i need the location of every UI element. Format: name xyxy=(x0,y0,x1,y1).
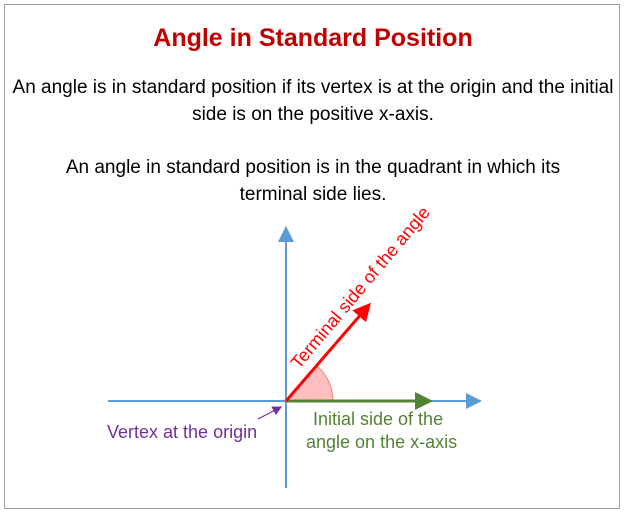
terminal-side xyxy=(284,302,371,402)
vertex-label: Vertex at the origin xyxy=(107,422,257,442)
angle-arc xyxy=(284,364,334,402)
initial-label-line2: angle on the x-axis xyxy=(306,432,457,452)
page-title: Angle in Standard Position xyxy=(153,24,473,52)
terminal-label: Terminal side of the angle xyxy=(287,203,434,373)
quadrant-text: An angle in standard position is in the … xyxy=(65,157,561,205)
definition-text: An angle is in standard position if its … xyxy=(12,77,614,125)
initial-label-line1: Initial side of the xyxy=(313,409,443,429)
frame xyxy=(4,4,620,509)
vertex-pointer xyxy=(257,406,283,420)
